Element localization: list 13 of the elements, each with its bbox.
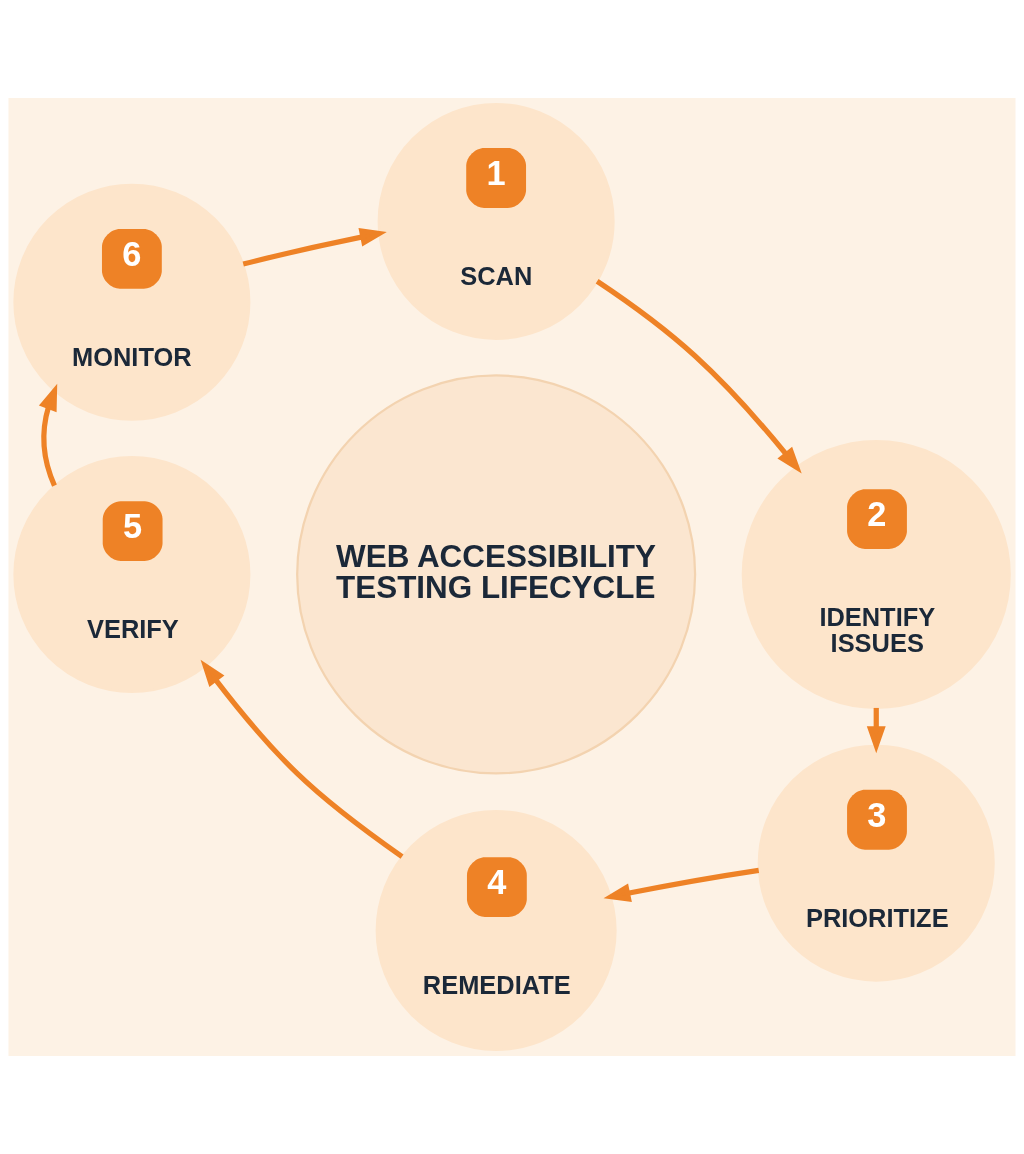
- arrow: [38, 383, 58, 487]
- arrow: [866, 707, 886, 754]
- node-circle: 6 MONITOR: [13, 183, 251, 421]
- node-circle: 3 PRIORITIZE: [757, 744, 995, 982]
- arrow: [603, 867, 760, 903]
- node-circle: 4 REMEDIATE: [375, 810, 617, 1051]
- arrow: [595, 279, 802, 474]
- arrow: [242, 228, 387, 267]
- node-circle: 1 SCAN: [377, 102, 615, 340]
- node-circle: WEB ACCESSIBILITY TESTING LIFECYCLE: [296, 374, 697, 775]
- node-circle: 5 VERIFY: [13, 455, 251, 693]
- node-circle: 2 IDENTIFY ISSUES: [741, 439, 1011, 709]
- arrow: [200, 659, 404, 859]
